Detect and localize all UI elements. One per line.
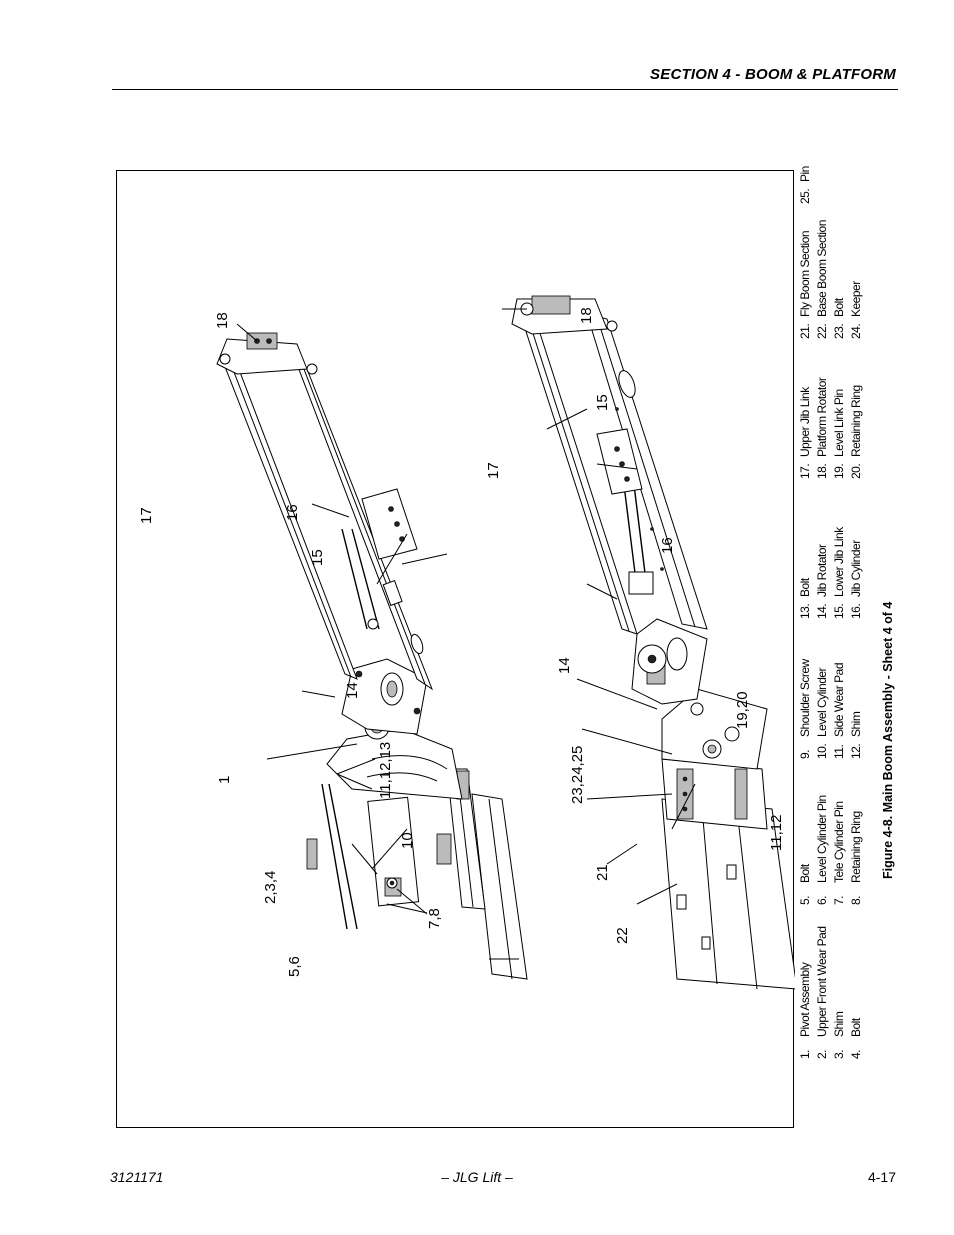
callout-18-lower: 18 [578,307,595,324]
upper-boom-illustration [216,332,528,980]
legend-item: 17.Upper Jib Link [798,387,812,479]
legend-item: 16.Jib Cylinder [849,540,863,619]
callout-17-lower: 17 [485,462,502,479]
legend-item: 25.Pin [798,166,812,204]
legend-item: 10.Level Cylinder [815,667,829,759]
boom-assembly-drawing: 18 17 16 15 14 1 11,12,13 2,3,4 10 5,6 7… [138,295,795,990]
callout-17-upper: 17 [138,507,155,524]
callout-15-upper: 15 [309,549,326,566]
callout-15-lower: 15 [594,394,611,411]
callout-19-20: 19,20 [734,691,751,729]
legend-item: 4.Bolt [849,1018,863,1059]
legend-item: 14.Jib Rotator [815,544,829,619]
legend-item: 9.Shoulder Screw [798,659,812,759]
legend-item: 21.Fly Boom Section [798,230,812,339]
legend-item: 1.Pivot Assembly [798,962,812,1059]
legend-item: 19.Level Link Pin [832,389,846,479]
callout-16-upper: 16 [284,504,301,521]
legend-item: 8.Retaining Ring [849,811,863,905]
callout-11-12-13: 11,12,13 [377,742,394,799]
legend-item: 22.Base Boom Section [815,220,829,339]
callout-11-12: 11,12 [768,815,785,851]
section-title: SECTION 4 - BOOM & PLATFORM [650,66,896,83]
legend-item: 12.Shim [849,711,863,759]
legend-item: 15.Lower Jib Link [832,527,846,619]
doc-number: 3121171 [110,1169,164,1185]
legend-item: 3.Shim [832,1011,846,1059]
page-number: 4-17 [867,1169,896,1185]
callout-2-3-4: 2,3,4 [262,871,279,904]
legend-item: 20.Retaining Ring [849,385,863,479]
callout-14-lower: 14 [556,657,573,674]
legend-item: 2.Upper Front Wear Pad [815,926,829,1060]
legend-item: 23.Bolt [832,298,846,339]
legend-item: 11.Side Wear Pad [832,663,846,759]
callout-18-upper: 18 [214,312,231,329]
legend-item: 6.Level Cylinder Pin [815,795,829,905]
callout-22: 22 [614,927,631,944]
callout-1-upper: 1 [216,776,233,784]
callout-10: 10 [399,832,416,849]
legend-item: 7.Tele Cylinder Pin [832,801,846,905]
callout-14-upper: 14 [344,682,361,699]
publisher: – JLG Lift – [441,1169,513,1185]
upper-callouts: 18 17 16 15 14 1 11,12,13 2,3,4 10 5,6 7… [138,312,443,977]
callout-7-8: 7,8 [426,908,443,929]
lower-callouts: 18 15 17 16 14 19,20 23,24,25 11,12 21 2… [485,307,785,944]
figure-caption: Figure 4-8. Main Boom Assembly - Sheet 4… [881,601,895,879]
legend-item: 13.Bolt [798,578,812,619]
callout-16-lower: 16 [659,537,676,554]
lower-boom-illustration [511,295,795,990]
callout-21: 21 [594,864,611,881]
figure-frame: 18 17 16 15 14 1 11,12,13 2,3,4 10 5,6 7… [116,166,895,1129]
leader-lines [236,308,696,915]
header-rule [112,89,898,90]
callout-23-24-25: 23,24,25 [569,746,586,804]
legend-item: 24.Keeper [849,281,863,339]
rotated-figure-content: 18 17 16 15 14 1 11,12,13 2,3,4 10 5,6 7… [117,166,895,1129]
legend-item: 5.Bolt [798,864,812,905]
callout-5-6: 5,6 [286,956,303,977]
legend-item: 18.Platform Rotator [815,377,829,479]
